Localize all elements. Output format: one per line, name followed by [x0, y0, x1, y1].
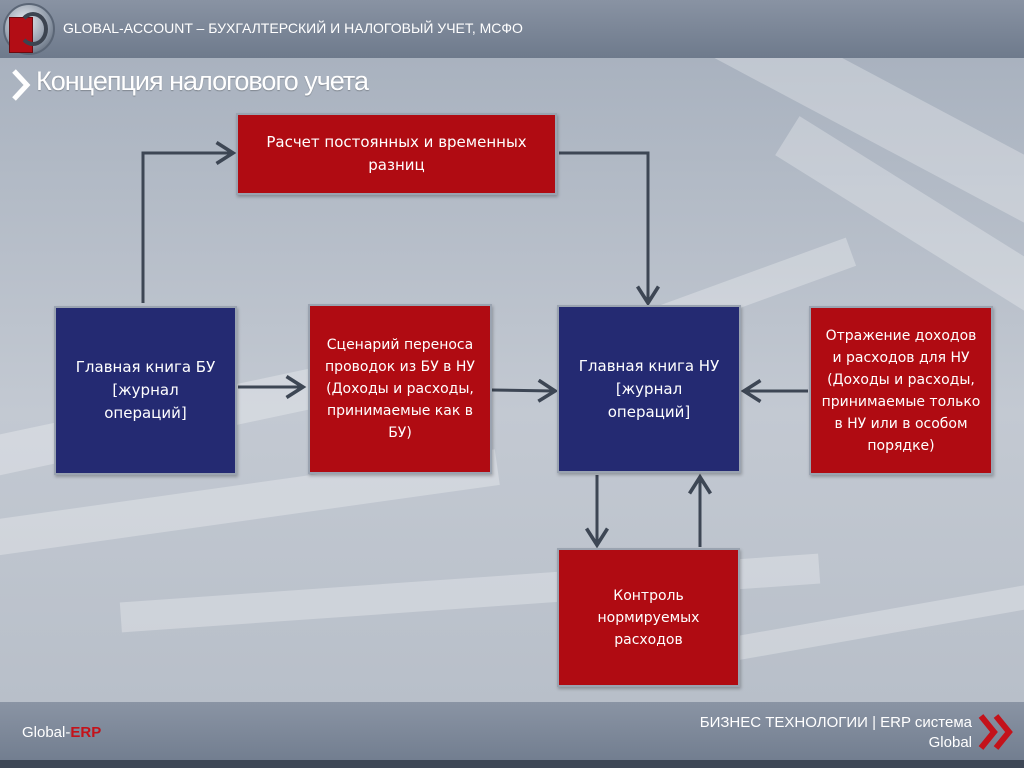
- footer-text: БИЗНЕС ТЕХНОЛОГИИ | ERP система Global: [699, 714, 972, 751]
- page-title: Концепция налогового учета: [36, 66, 369, 96]
- header-bar: GLOBAL-ACCOUNT – БУХГАЛТЕРСКИЙ И НАЛОГОВ…: [0, 0, 1024, 58]
- footer-brand: Global-ERP: [22, 724, 102, 741]
- header-title: GLOBAL-ACCOUNT – БУХГАЛТЕРСКИЙ И НАЛОГОВ…: [63, 20, 523, 36]
- chevron-right-icon: [12, 69, 31, 101]
- footer-bar: [0, 702, 1024, 768]
- arrow-bu-to-calc: [141, 140, 237, 303]
- double-chevron-icon: [978, 714, 1013, 750]
- node-calc-differences: Расчет постоянных и временных разниц: [236, 113, 557, 195]
- node-control-expenses: Контроль нормируемых расходов: [557, 548, 740, 687]
- arrow-calc-to-nu: [559, 151, 661, 307]
- arrow-scenario-to-nu: [491, 378, 559, 403]
- node-transfer-scenario: Сценарий переноса проводок из БУ в НУ (Д…: [308, 304, 492, 474]
- node-income-expense: Отражение доходов и расходов для НУ (Дох…: [809, 306, 993, 475]
- company-logo: [3, 3, 55, 55]
- node-ledger-bu: Главная книга БУ [журнал операций]: [54, 306, 237, 475]
- footer-strip: [0, 760, 1024, 768]
- node-ledger-nu: Главная книга НУ [журнал операций]: [557, 305, 741, 473]
